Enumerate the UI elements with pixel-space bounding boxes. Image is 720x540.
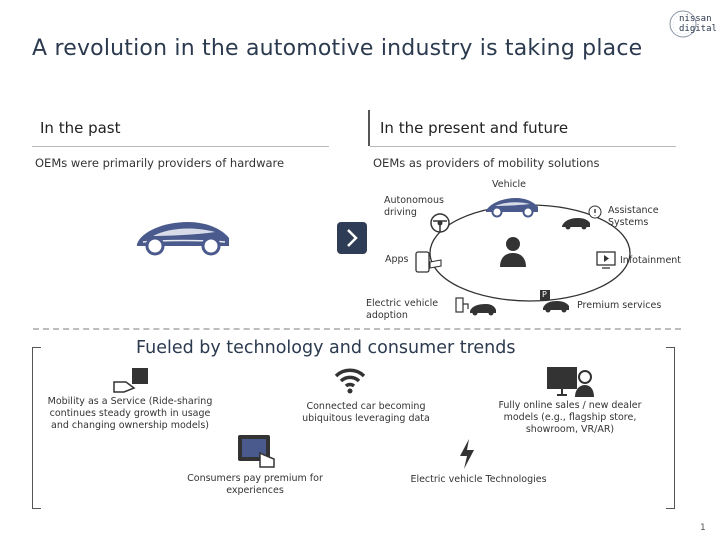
assistance-label: Assistance Systems — [608, 205, 668, 229]
vehicle-label: Vehicle — [480, 179, 538, 191]
premium-label: Premium services — [577, 300, 661, 312]
parking-badge: P — [542, 289, 547, 300]
present-subheading: OEMs as providers of mobility solutions — [373, 156, 600, 170]
arrow-right-icon — [337, 222, 367, 258]
page-number: 1 — [700, 523, 706, 533]
infotainment-label: Infotainment — [620, 255, 681, 267]
right-bracket — [666, 347, 675, 509]
ev-tech-text: Electric vehicle Technologies — [396, 474, 561, 486]
present-underline — [370, 146, 676, 147]
play-screen-icon — [596, 251, 616, 273]
lightning-icon — [457, 438, 477, 474]
logo-line-2: digital — [679, 24, 711, 34]
left-bracket — [32, 347, 41, 509]
ev-adoption-label: Electric vehicle adoption — [366, 298, 456, 322]
past-heading: In the past — [40, 119, 121, 137]
logo-line-1: nissan — [679, 14, 711, 24]
ev-charger-icon — [454, 294, 498, 322]
past-subheading: OEMs were primarily providers of hardwar… — [35, 156, 284, 170]
parking-car-icon: P — [539, 289, 573, 319]
nissan-digital-logo: nissan digital — [665, 4, 715, 44]
touch-screen-icon — [236, 433, 280, 475]
present-heading: In the present and future — [380, 119, 568, 137]
past-underline — [32, 146, 329, 147]
apps-label: Apps — [385, 254, 409, 266]
past-car-icon — [133, 214, 233, 260]
fueled-heading: Fueled by technology and consumer trends — [136, 338, 515, 358]
smartphone-icon — [414, 250, 444, 278]
vehicle-car-icon — [484, 194, 540, 222]
maas-text: Mobility as a Service (Ride-sharing cont… — [45, 396, 215, 432]
person-icon — [498, 235, 528, 271]
desktop-user-icon — [545, 365, 595, 403]
connected-car-text: Connected car becoming ubiquitous levera… — [296, 401, 436, 425]
column-divider — [368, 110, 370, 146]
assistance-car-icon — [560, 204, 604, 236]
hand-car-icon — [112, 366, 152, 398]
online-sales-text: Fully online sales / new dealer models (… — [490, 400, 650, 436]
wifi-icon — [332, 364, 368, 398]
page-title: A revolution in the automotive industry … — [32, 36, 642, 61]
section-divider — [33, 328, 681, 330]
consumers-premium-text: Consumers pay premium for experiences — [170, 473, 340, 497]
steering-wheel-icon — [429, 212, 451, 238]
